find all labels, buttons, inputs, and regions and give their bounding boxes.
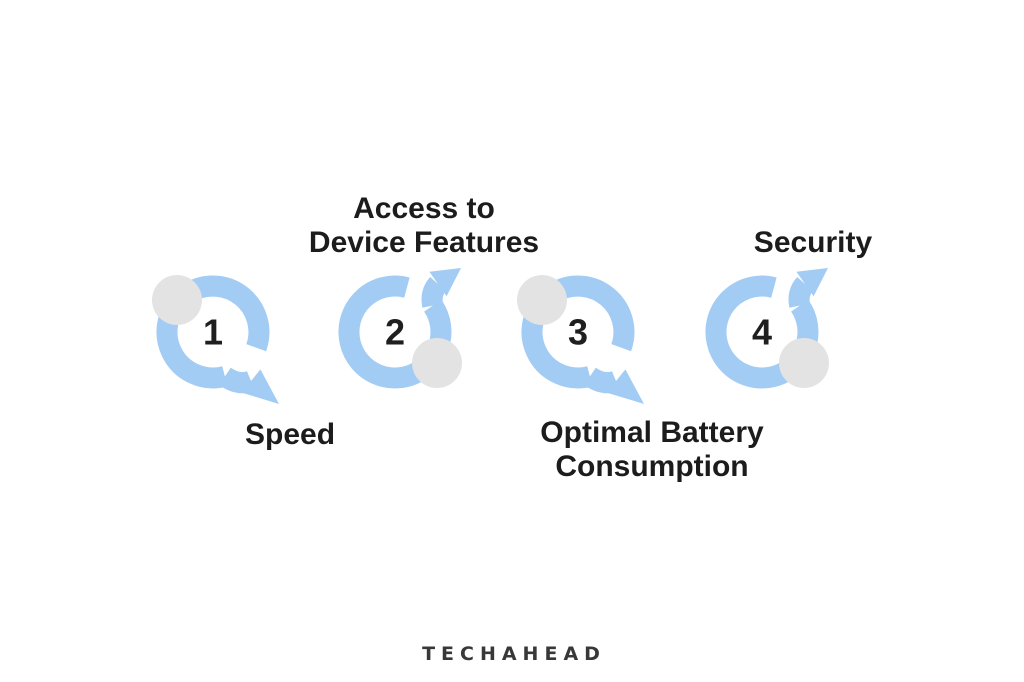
label-line: Access to — [353, 192, 495, 225]
cycle-arrow-icon: 3 — [517, 275, 644, 404]
step-number: 3 — [568, 312, 588, 353]
label-line: Speed — [244, 418, 336, 451]
arrow-shaft — [788, 277, 814, 308]
arrow-head-ne-icon — [796, 268, 828, 297]
gray-ball — [779, 338, 829, 388]
gray-ball — [517, 275, 567, 325]
label-access-to-device-features: Access to Device Features — [309, 192, 539, 260]
cycle-arc-main — [705, 275, 799, 389]
label-security: Security — [754, 226, 872, 260]
cycle-arrow-icon: 4 — [705, 268, 829, 389]
label-line: Security — [753, 226, 873, 259]
cycle-icon-step-2: 2 — [327, 260, 477, 410]
label-line: Optimal Battery — [540, 416, 764, 449]
arrow-shaft — [421, 277, 447, 308]
gray-ball — [412, 338, 462, 388]
arrow-head-se-icon — [241, 369, 279, 404]
arrow-head-se-icon — [606, 369, 644, 404]
step-number: 2 — [385, 312, 405, 353]
label-speed: Speed — [245, 418, 335, 452]
cycle-icon-step-1: 1 — [145, 260, 295, 410]
label-optimal-battery-consumption: Optimal Battery Consumption — [540, 416, 763, 484]
cycle-arc-top — [184, 275, 270, 352]
arrow-shaft — [583, 367, 621, 394]
techahead-logo: TECHAHEAD — [422, 643, 606, 665]
cycle-icon-step-3: 3 — [510, 260, 660, 410]
arrow-head-ne-icon — [429, 268, 461, 297]
cycle-icon-step-4: 4 — [694, 260, 844, 410]
step-number: 1 — [203, 312, 223, 353]
label-line: Device Features — [308, 226, 540, 259]
label-line: Consumption — [555, 450, 749, 483]
gray-ball — [152, 275, 202, 325]
step-number: 4 — [752, 312, 772, 353]
cycle-arc-top — [549, 275, 635, 352]
arrow-shaft — [218, 367, 256, 394]
cycle-arc-main — [338, 275, 432, 389]
cycle-arrow-icon: 2 — [338, 268, 462, 389]
cycle-arrow-icon: 1 — [152, 275, 279, 404]
